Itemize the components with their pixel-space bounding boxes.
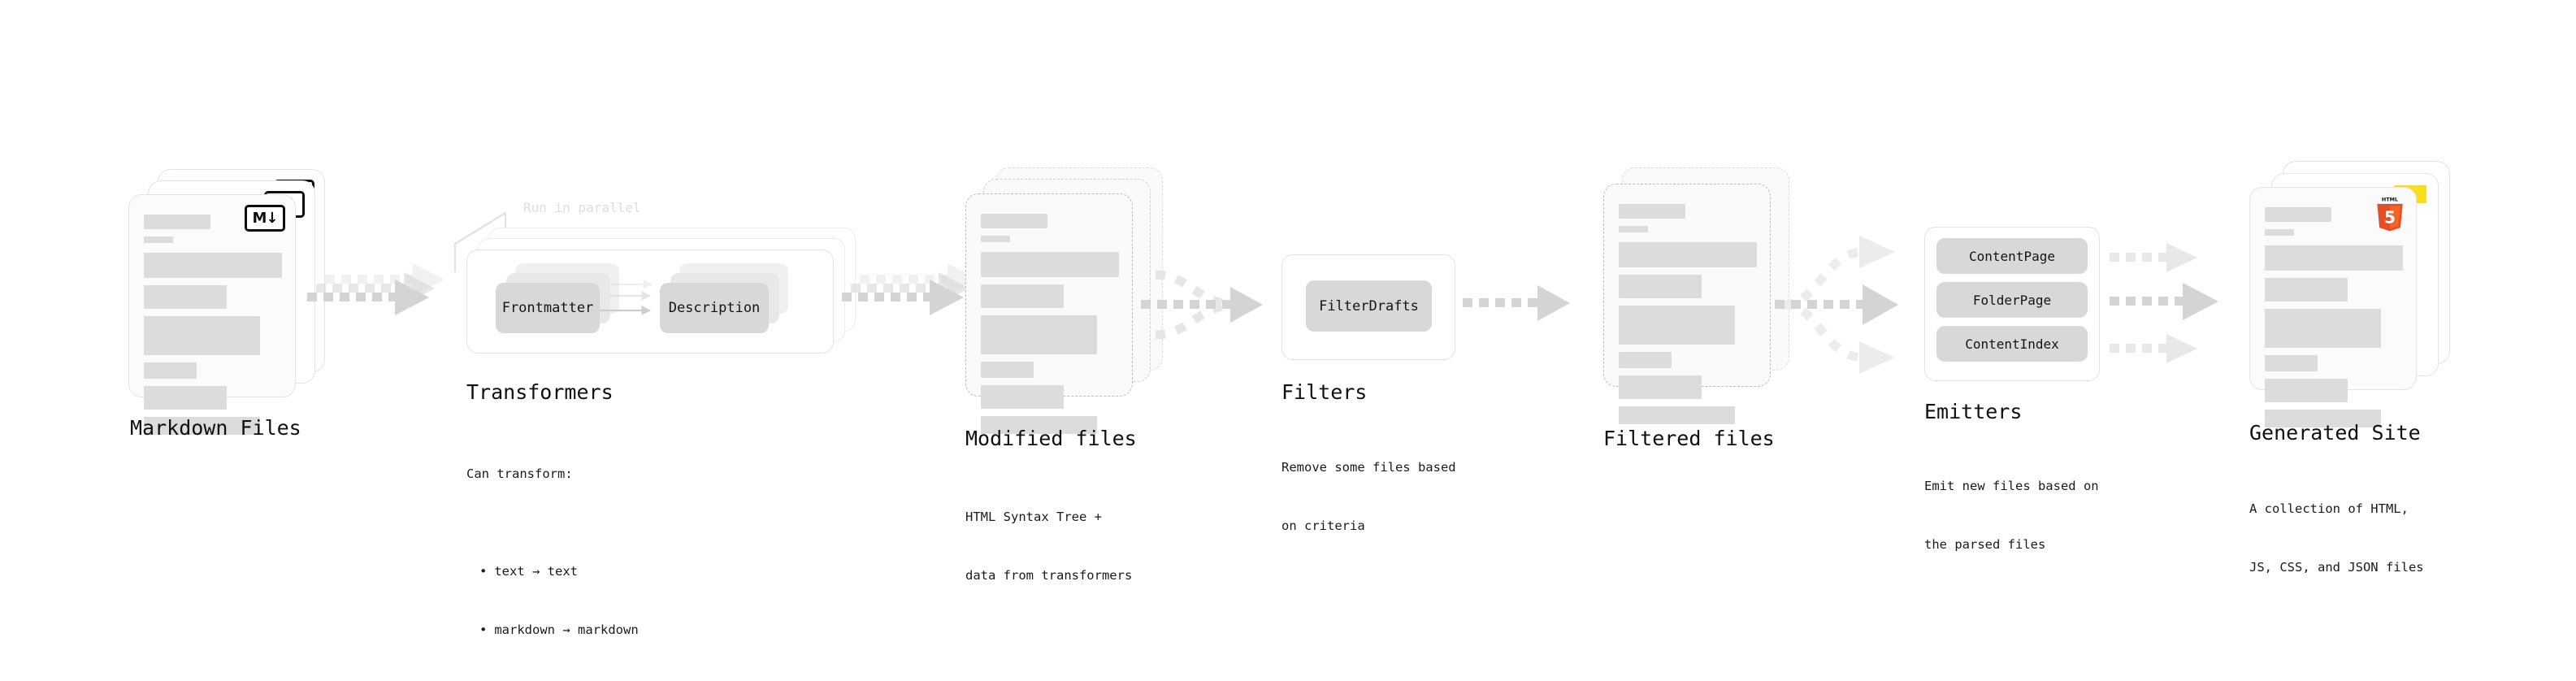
transformer-inner-arrows [600, 280, 653, 315]
arrow-transformers-to-modified [842, 263, 978, 315]
folderpage-chip[interactable]: FolderPage [1936, 282, 2088, 318]
markdown-badge-front: M↓ [245, 205, 285, 232]
markdown-files-title: Markdown Files [130, 416, 301, 440]
transform-item-text: text → text [479, 562, 639, 581]
filters-subtitle-line-2: on criteria [1281, 518, 1365, 534]
filtered-card-front [1603, 184, 1771, 424]
generated-card-front: HTML 5 [2249, 187, 2417, 427]
filtered-files-title: Filtered files [1603, 427, 1775, 450]
modified-files-subtitle: HTML Syntax Tree + data from transformer… [965, 468, 1132, 624]
arrow-emitters-to-site [2110, 243, 2218, 363]
emitters-subtitle: Emit new files based on the parsed files [1924, 437, 2099, 593]
arrow-modified-to-filters [1141, 270, 1263, 340]
modified-card-front [965, 193, 1133, 434]
emitters-title: Emitters [1924, 400, 2023, 423]
markdown-card-content [144, 215, 282, 442]
modified-card-content [981, 214, 1119, 441]
modified-subtitle-line-1: HTML Syntax Tree + [965, 510, 1102, 525]
html5-badge-wordmark: HTML [2382, 196, 2398, 202]
run-in-parallel-bracket [453, 211, 507, 273]
frontmatter-chip[interactable]: Frontmatter [496, 283, 600, 333]
markdown-card-front: M↓ [128, 194, 296, 435]
transformers-title: Transformers [466, 380, 614, 404]
generated-site-subtitle: A collection of HTML, JS, CSS, and JSON … [2249, 460, 2424, 616]
html5-badge: HTML 5 [2377, 196, 2403, 232]
emitters-subtitle-line-2: the parsed files [1924, 537, 2046, 553]
modified-files-title: Modified files [965, 427, 1137, 450]
emitters-subtitle-line-1: Emit new files based on [1924, 479, 2099, 494]
generated-subtitle-line-2: JS, CSS, and JSON files [2249, 560, 2424, 575]
modified-subtitle-line-2: data from transformers [965, 568, 1133, 583]
run-in-parallel-label: Run in parallel [523, 200, 641, 215]
transform-item-markdown: markdown → markdown [479, 620, 638, 640]
contentindex-chip[interactable]: ContentIndex [1936, 326, 2088, 362]
filters-subtitle: Remove some files based on criteria [1281, 419, 1456, 575]
arrow-filtered-to-emitters [1775, 236, 1898, 374]
arrow-markdown-to-transformers [307, 263, 444, 315]
transformers-subtitle-list: text → text markdown → markdown html → h… [466, 523, 639, 681]
filtered-card-content [1619, 204, 1757, 432]
filters-title: Filters [1281, 380, 1368, 404]
generated-site-title: Generated Site [2249, 421, 2421, 445]
transformers-subtitle: Can transform: text → text markdown → ma… [466, 425, 639, 681]
filters-subtitle-line-1: Remove some files based [1281, 460, 1456, 475]
arrow-filters-to-filtered [1463, 285, 1570, 321]
transformers-subtitle-intro: Can transform: [466, 466, 573, 482]
generated-card-content [2265, 207, 2403, 435]
contentpage-chip[interactable]: ContentPage [1936, 238, 2088, 274]
filterdrafts-chip[interactable]: FilterDrafts [1306, 280, 1432, 332]
html5-badge-digit: 5 [2384, 207, 2396, 227]
description-chip[interactable]: Description [660, 283, 769, 333]
generated-subtitle-line-1: A collection of HTML, [2249, 501, 2409, 517]
